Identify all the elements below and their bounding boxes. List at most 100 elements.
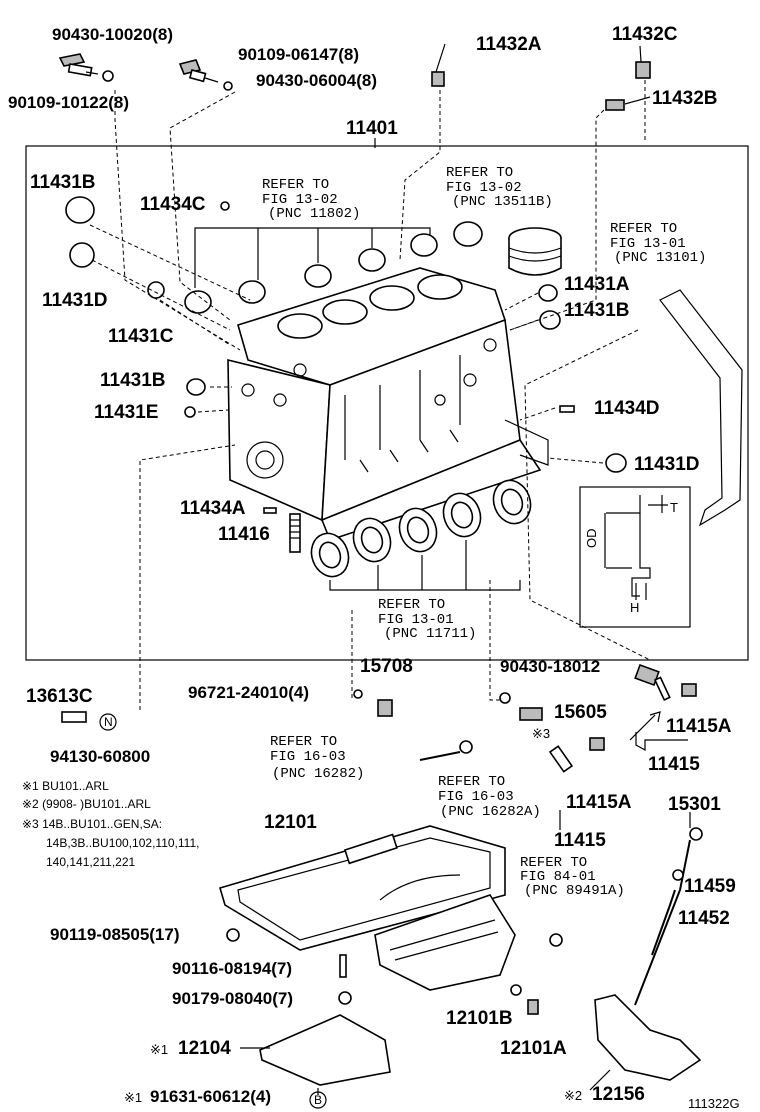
label-11431b-c: 11431B [100, 370, 166, 391]
label-11431e: 11431E [94, 402, 158, 423]
label-15301: 15301 [668, 794, 721, 815]
svg-text:REFER TO: REFER TO [378, 597, 445, 613]
oil-pan [219, 825, 516, 991]
svg-text:REFER TO: REFER TO [610, 221, 677, 237]
circle-b: B [314, 1093, 322, 1107]
svg-text:REFER TO: REFER TO [520, 855, 587, 871]
label-12101a: 12101A [500, 1038, 567, 1059]
label-11434a: 11434A [180, 498, 246, 519]
svg-text:FIG 13-02: FIG 13-02 [446, 180, 522, 196]
label-11432a: 11432A [476, 34, 542, 55]
label-90119: 90119-08505(17) [50, 925, 180, 944]
inset-od: OD [584, 529, 599, 549]
label-11415a-a: 11415A [666, 716, 732, 737]
label-11434d: 11434D [594, 398, 660, 419]
label-11416: 11416 [218, 524, 270, 545]
ref-13-01-13101: REFER TO FIG 13-01 (PNC 13101) [610, 221, 706, 266]
direction-arrow [659, 289, 743, 527]
mark-note2: ※2 [564, 1088, 582, 1103]
main-bearings [310, 479, 532, 591]
ref-84-01-89491a: REFER TO FIG 84-01 (PNC 89491A) [520, 855, 625, 899]
label-11459: 11459 [684, 876, 736, 897]
svg-text:(PNC 13101): (PNC 13101) [614, 250, 706, 266]
oil-strainer [594, 994, 702, 1081]
label-90430-06004: 90430-06004(8) [256, 71, 377, 90]
cylinder-block [227, 267, 549, 541]
label-13613c: 13613C [26, 686, 93, 707]
dipstick [634, 827, 703, 1006]
label-11431b-a: 11431B [30, 172, 96, 193]
solid-leaders [85, 43, 691, 1095]
svg-text:REFER TO: REFER TO [262, 177, 329, 193]
label-12104: 12104 [178, 1038, 231, 1059]
svg-text:(PNC 16282): (PNC 16282) [272, 766, 364, 782]
circle-n: N [104, 715, 113, 729]
label-11415-b: 11415 [554, 830, 606, 851]
label-11401: 11401 [346, 118, 398, 139]
svg-text:FIG 13-01: FIG 13-01 [610, 236, 686, 252]
label-90109-10122: 90109-10122(8) [8, 93, 129, 112]
note-1: ※1 BU101..ARL [22, 779, 109, 793]
ref-16-03-16282: REFER TO FIG 16-03 (PNC 16282) [270, 734, 364, 782]
svg-text:REFER TO: REFER TO [438, 774, 505, 790]
cam-bearings [184, 227, 438, 314]
label-11434c: 11434C [140, 194, 206, 215]
inset-h: H [630, 600, 639, 615]
label-11431d-b: 11431D [634, 454, 700, 475]
label-15708: 15708 [360, 656, 413, 677]
label-15605: 15605 [554, 702, 607, 723]
svg-text:FIG 13-01: FIG 13-01 [378, 612, 454, 628]
label-96721: 96721-24010(4) [188, 683, 309, 702]
ref-13-02-13511b: REFER TO FIG 13-02 (PNC 13511B) [446, 165, 553, 210]
svg-text:(PNC 11711): (PNC 11711) [384, 626, 476, 642]
bearing-detail-inset [579, 486, 691, 628]
svg-text:FIG 16-03: FIG 16-03 [438, 789, 514, 805]
label-11432c: 11432C [612, 24, 678, 45]
svg-text:FIG 13-02: FIG 13-02 [262, 192, 338, 208]
top-bolts [58, 53, 651, 111]
label-90116: 90116-08194(7) [172, 959, 292, 978]
label-12156: 12156 [592, 1084, 645, 1105]
baffle-plate [259, 1014, 391, 1086]
label-11452: 11452 [678, 908, 730, 929]
label-91631: 91631-60612(4) [150, 1087, 271, 1106]
label-90430-10020: 90430-10020(8) [52, 25, 173, 44]
label-11415a-b: 11415A [566, 792, 632, 813]
note-3b: 14B,3B..BU100,102,110,111, [46, 836, 199, 850]
ref-16-03-16282a: REFER TO FIG 16-03 (PNC 16282A) [438, 774, 541, 820]
note-3: ※3 14B..BU101..GEN,SA: [22, 817, 162, 831]
misc-fittings [61, 663, 697, 1015]
mark-note1b: ※1 [124, 1090, 142, 1105]
note-2: ※2 (9908- )BU101..ARL [22, 797, 151, 811]
label-11431c: 11431C [108, 326, 174, 347]
label-90430-18012: 90430-18012 [500, 657, 600, 676]
piston-pin [453, 221, 483, 247]
svg-text:(PNC 89491A): (PNC 89491A) [524, 883, 625, 899]
block-frame [25, 145, 749, 661]
mark-note1: ※1 [150, 1042, 168, 1057]
inset-t: T [670, 500, 678, 515]
svg-text:REFER TO: REFER TO [270, 734, 337, 750]
svg-text:(PNC 11802): (PNC 11802) [268, 206, 360, 222]
label-12101b: 12101B [446, 1008, 513, 1029]
label-11431d-a: 11431D [42, 290, 108, 311]
label-11431b-b: 11431B [564, 300, 630, 321]
label-11432b: 11432B [652, 88, 718, 109]
svg-text:FIG 84-01: FIG 84-01 [520, 869, 596, 885]
label-94130: 94130-60800 [50, 747, 150, 766]
label-90179: 90179-08040(7) [172, 989, 293, 1008]
note-3c: 140,141,211,221 [46, 855, 136, 869]
expansion-plugs [65, 196, 627, 514]
piston [508, 227, 562, 276]
label-90109-06147: 90109-06147(8) [238, 45, 359, 64]
ref-13-01-11711: REFER TO FIG 13-01 (PNC 11711) [378, 597, 476, 642]
ref-13-02-11802: REFER TO FIG 13-02 (PNC 11802) [262, 177, 360, 222]
label-11431a: 11431A [564, 274, 630, 295]
stud-bolt [289, 513, 301, 553]
label-12101: 12101 [264, 812, 317, 833]
label-11415-a: 11415 [648, 754, 700, 775]
svg-text:(PNC 13511B): (PNC 13511B) [452, 194, 553, 210]
figure-id: 111322G [688, 1096, 740, 1111]
mark-note3: ※3 [532, 726, 550, 741]
